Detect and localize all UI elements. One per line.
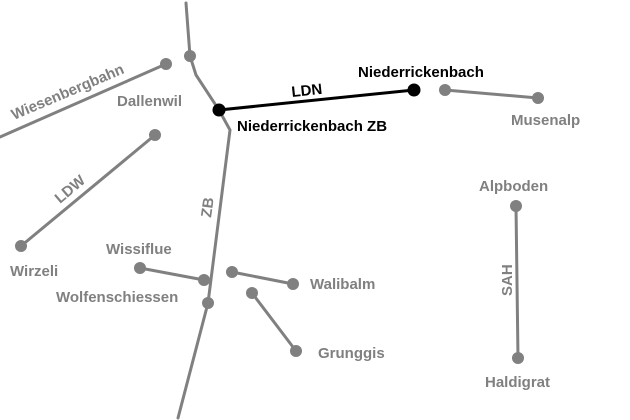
station-dot-grunggis-base[interactable]: [246, 287, 258, 299]
label-wissiflue: Wissiflue: [106, 241, 172, 258]
label-musenalp: Musenalp: [511, 112, 580, 129]
station-dot-walibalm[interactable]: [287, 278, 299, 290]
label-wirzeli: Wirzeli: [10, 263, 58, 280]
label-zb: ZB: [198, 196, 218, 218]
label-dallenwil: Dallenwil: [117, 93, 182, 110]
walibalm-line: [230, 270, 295, 286]
sah-line: [514, 204, 520, 360]
station-dot-niederrickenbach-zb[interactable]: [212, 103, 226, 117]
station-dot-wiesenbergbahn[interactable]: [160, 58, 172, 70]
label-niederrickenbach-zb: Niederrickenbach ZB: [237, 118, 387, 135]
label-alpboden: Alpboden: [479, 178, 548, 195]
station-dot-wirzeli[interactable]: [15, 240, 27, 252]
label-walibalm: Walibalm: [310, 276, 375, 293]
station-dot-alpboden[interactable]: [510, 200, 522, 212]
wissiflue-line: [138, 266, 206, 282]
label-sah: SAH: [499, 264, 516, 296]
label-wiesenbergbahn: Wiesenbergbahn: [9, 61, 127, 124]
station-dot-musenalp-start[interactable]: [439, 84, 451, 96]
station-dot-wissiflue[interactable]: [134, 262, 146, 274]
station-dot-grunggis[interactable]: [290, 345, 302, 357]
ldn-line: [217, 88, 416, 112]
musenalp-line: [443, 88, 540, 100]
station-dot-niederrickenbach[interactable]: [407, 83, 421, 97]
label-grunggis: Grunggis: [318, 345, 385, 362]
station-dot-ldw-top[interactable]: [149, 129, 161, 141]
station-dot-musenalp[interactable]: [532, 92, 544, 104]
label-wolfenschiessen: Wolfenschiessen: [56, 289, 178, 306]
station-dot-wolfenschiessen[interactable]: [202, 297, 214, 309]
label-haldigrat: Haldigrat: [485, 374, 550, 391]
station-dot-walibalm-base[interactable]: [226, 266, 238, 278]
station-dot-wissiflue-base[interactable]: [198, 274, 210, 286]
grunggis-line: [250, 291, 298, 353]
station-dot-zb-upper[interactable]: [184, 50, 196, 62]
wiesenbergbahn-line: [0, 62, 168, 139]
station-dot-haldigrat[interactable]: [512, 352, 524, 364]
label-ldw: LDW: [52, 172, 90, 208]
ldw-line: [19, 133, 157, 248]
label-ldn: LDN: [291, 81, 323, 101]
label-niederrickenbach: Niederrickenbach: [358, 64, 484, 81]
